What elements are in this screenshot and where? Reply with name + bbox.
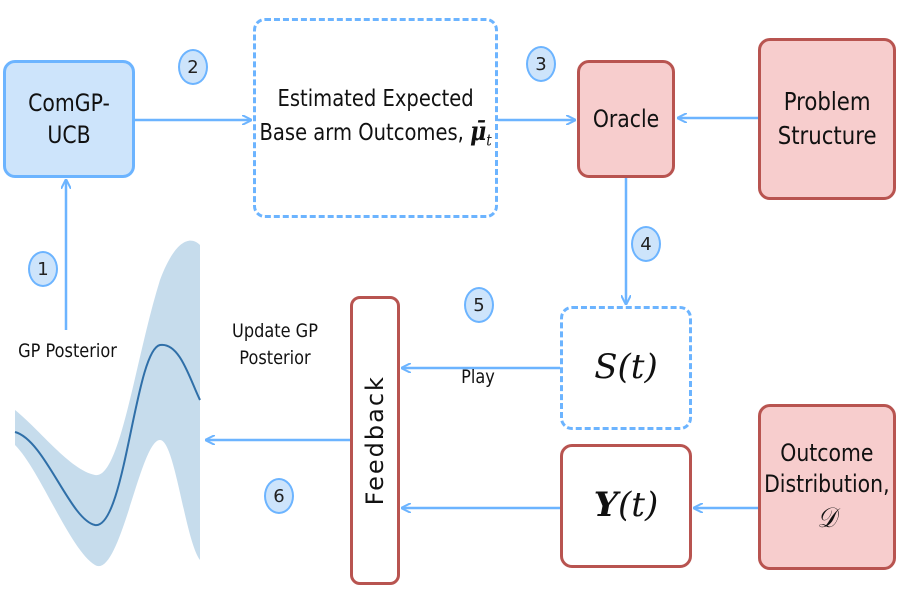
problem-structure-node: Problem Structure — [758, 38, 896, 200]
comgp-ucb-label: ComGP-UCB — [28, 88, 110, 149]
problem-line1: Problem — [783, 87, 871, 117]
comgp-ucb-node: ComGP-UCB — [3, 60, 135, 178]
gp-confidence-band — [15, 240, 200, 567]
y-t-arg: (t) — [618, 485, 659, 526]
step-4-badge: 4 — [631, 226, 661, 262]
oracle-label: Oracle — [592, 104, 660, 133]
play-label: Play — [461, 366, 495, 388]
s-t-node: S(t) — [560, 306, 692, 430]
estimated-line1: Estimated Expected — [277, 86, 474, 113]
outcome-line2: Distribution, — [764, 469, 890, 498]
estimated-line2: Base arm Outcomes, — [259, 120, 470, 147]
oracle-node: Oracle — [577, 60, 675, 178]
step-5-badge: 5 — [464, 287, 494, 323]
feedback-label: Feedback — [360, 375, 389, 506]
step-3-badge: 3 — [526, 46, 556, 82]
feedback-node: Feedback — [350, 296, 400, 585]
outcome-symbol: 𝒟 — [817, 500, 837, 534]
step-1-badge: 1 — [28, 251, 58, 287]
mu-subscript: t — [486, 131, 492, 151]
outcome-distribution-node: Outcome Distribution, 𝒟 — [758, 404, 896, 570]
estimated-outcomes-node: Estimated Expected Base arm Outcomes, μ̄… — [253, 18, 498, 218]
y-t-node: Y(t) — [560, 444, 692, 568]
problem-line2: Structure — [777, 121, 877, 150]
update-line1: Update GP — [232, 320, 318, 342]
gp-posterior-plot — [14, 240, 201, 567]
update-line2: Posterior — [239, 346, 311, 369]
step-6-badge: 6 — [264, 478, 294, 514]
y-bold-symbol: Y — [593, 485, 619, 526]
update-gp-posterior-label: Update GP Posterior — [224, 318, 326, 371]
outcome-line1: Outcome — [780, 438, 874, 467]
mu-bar-symbol: μ̄ — [469, 117, 487, 148]
gp-posterior-label: GP Posterior — [18, 340, 117, 362]
gp-mean-line — [14, 343, 201, 527]
s-t-label: S(t) — [594, 347, 658, 388]
step-2-badge: 2 — [178, 49, 208, 85]
